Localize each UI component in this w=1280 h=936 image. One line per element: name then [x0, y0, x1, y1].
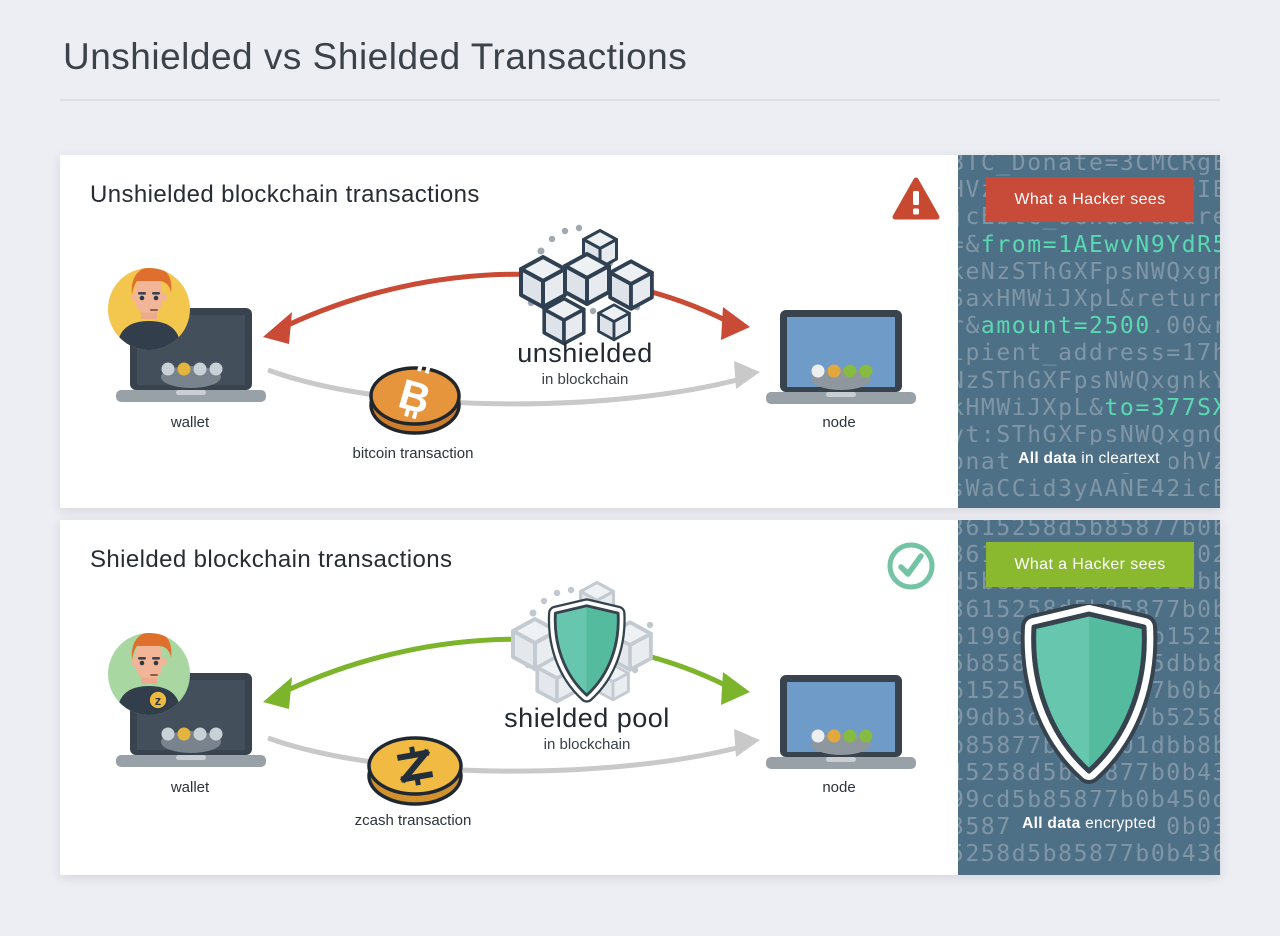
wallet-label: wallet — [170, 414, 210, 431]
page-title: Unshielded vs Shielded Transactions — [63, 36, 688, 77]
blockchain-cubes-icon — [519, 224, 654, 346]
gray-transaction-arrow — [267, 729, 760, 774]
hacker-cleartext-lines: BTC_Donate=3CMCRgEHVzKqSThGXFpsNWQIEjcEb… — [958, 155, 1220, 503]
avatar-z-badge: z — [155, 693, 162, 708]
small-shield-icon — [547, 598, 626, 703]
what-a-hacker-sees-button[interactable]: What a Hacker sees — [986, 542, 1194, 587]
wallet-laptop-icon — [116, 673, 266, 767]
shielded-diagram: shielded pool in blockchain zcash transa… — [108, 581, 916, 829]
unshielded-panel: Unshielded blockchain transactions — [60, 155, 1220, 508]
center-subtitle: in blockchain — [542, 371, 629, 388]
hacker-view-encrypted: 3615258d5b85877b0b3615258d5b85877b02d5b8… — [958, 520, 1220, 875]
shield-icon — [1020, 604, 1158, 784]
node-laptop-icon — [766, 310, 916, 404]
wallet-label: wallet — [170, 779, 210, 796]
zcash-coin-icon — [367, 736, 463, 806]
red-visible-arrow — [263, 271, 750, 344]
warning-icon — [892, 176, 940, 227]
unshielded-diagram: unshielded in blockchain B bitcoin trans… — [108, 224, 916, 462]
zcash-symbol — [396, 746, 434, 786]
bitcoin-coin-icon: B — [369, 363, 461, 435]
node-label: node — [822, 779, 855, 796]
title-divider — [60, 99, 1220, 101]
shielded-heading: Shielded blockchain transactions — [90, 546, 453, 573]
shielded-pool-icon — [511, 581, 654, 704]
green-private-arrow — [263, 636, 750, 709]
center-title: shielded pool — [504, 703, 670, 733]
cleartext-caption: All data in cleartext — [958, 445, 1220, 473]
wallet-user-avatar — [108, 268, 190, 350]
unshielded-heading: Unshielded blockchain transactions — [90, 181, 480, 208]
what-a-hacker-sees-button[interactable]: What a Hacker sees — [986, 177, 1194, 222]
center-subtitle: in blockchain — [544, 736, 631, 753]
encrypted-caption: All data encrypted — [958, 810, 1220, 838]
wallet-user-avatar: z — [108, 633, 190, 715]
center-title: unshielded — [517, 338, 653, 368]
coin-label: zcash transaction — [355, 812, 472, 829]
node-laptop-icon — [766, 675, 916, 769]
gray-transaction-arrow — [267, 361, 760, 407]
coin-label: bitcoin transaction — [353, 445, 474, 462]
check-icon — [886, 541, 936, 596]
hacker-view-cleartext: BTC_Donate=3CMCRgEHVzKqSThGXFpsNWQIEjcEb… — [958, 155, 1220, 508]
node-label: node — [822, 414, 855, 431]
shielded-panel: Shielded blockchain transactions — [60, 520, 1220, 875]
